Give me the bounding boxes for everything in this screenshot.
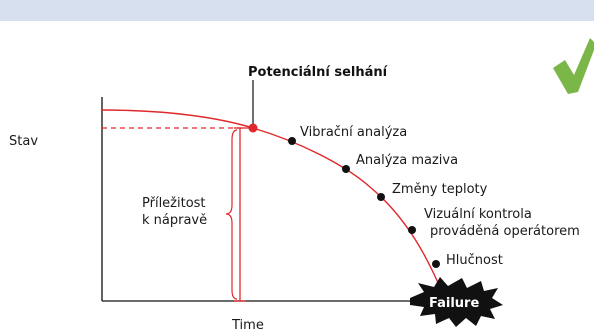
indicator-point [408, 226, 416, 234]
indicator-point [288, 137, 296, 145]
indicator-point [377, 193, 385, 201]
indicator-label-line2: prováděná operátorem [430, 224, 580, 239]
failure-starburst [410, 277, 503, 327]
pf-curve [101, 109, 447, 302]
opportunity-label-line1: Příležitost [142, 196, 206, 211]
indicator-label: Změny teploty [392, 182, 488, 197]
y-axis-label: Stav [9, 134, 38, 149]
opportunity-brace [225, 129, 238, 300]
failure-label: Failure [429, 296, 479, 311]
potential-failure-point [248, 123, 258, 133]
opportunity-label-line2: k nápravě [142, 213, 207, 228]
top-band [0, 0, 594, 21]
checkmark-icon [553, 38, 594, 94]
indicator-label: Hlučnost [446, 253, 503, 268]
indicator-point [342, 165, 350, 173]
x-axis-label: Time [231, 318, 264, 332]
indicator-label: Vibrační analýza [300, 125, 407, 140]
indicator-label: Analýza maziva [356, 153, 458, 168]
indicator-label: Vizuální kontrola [424, 207, 532, 222]
indicator-point [432, 260, 440, 268]
potential-failure-label: Potenciální selhání [248, 65, 389, 80]
